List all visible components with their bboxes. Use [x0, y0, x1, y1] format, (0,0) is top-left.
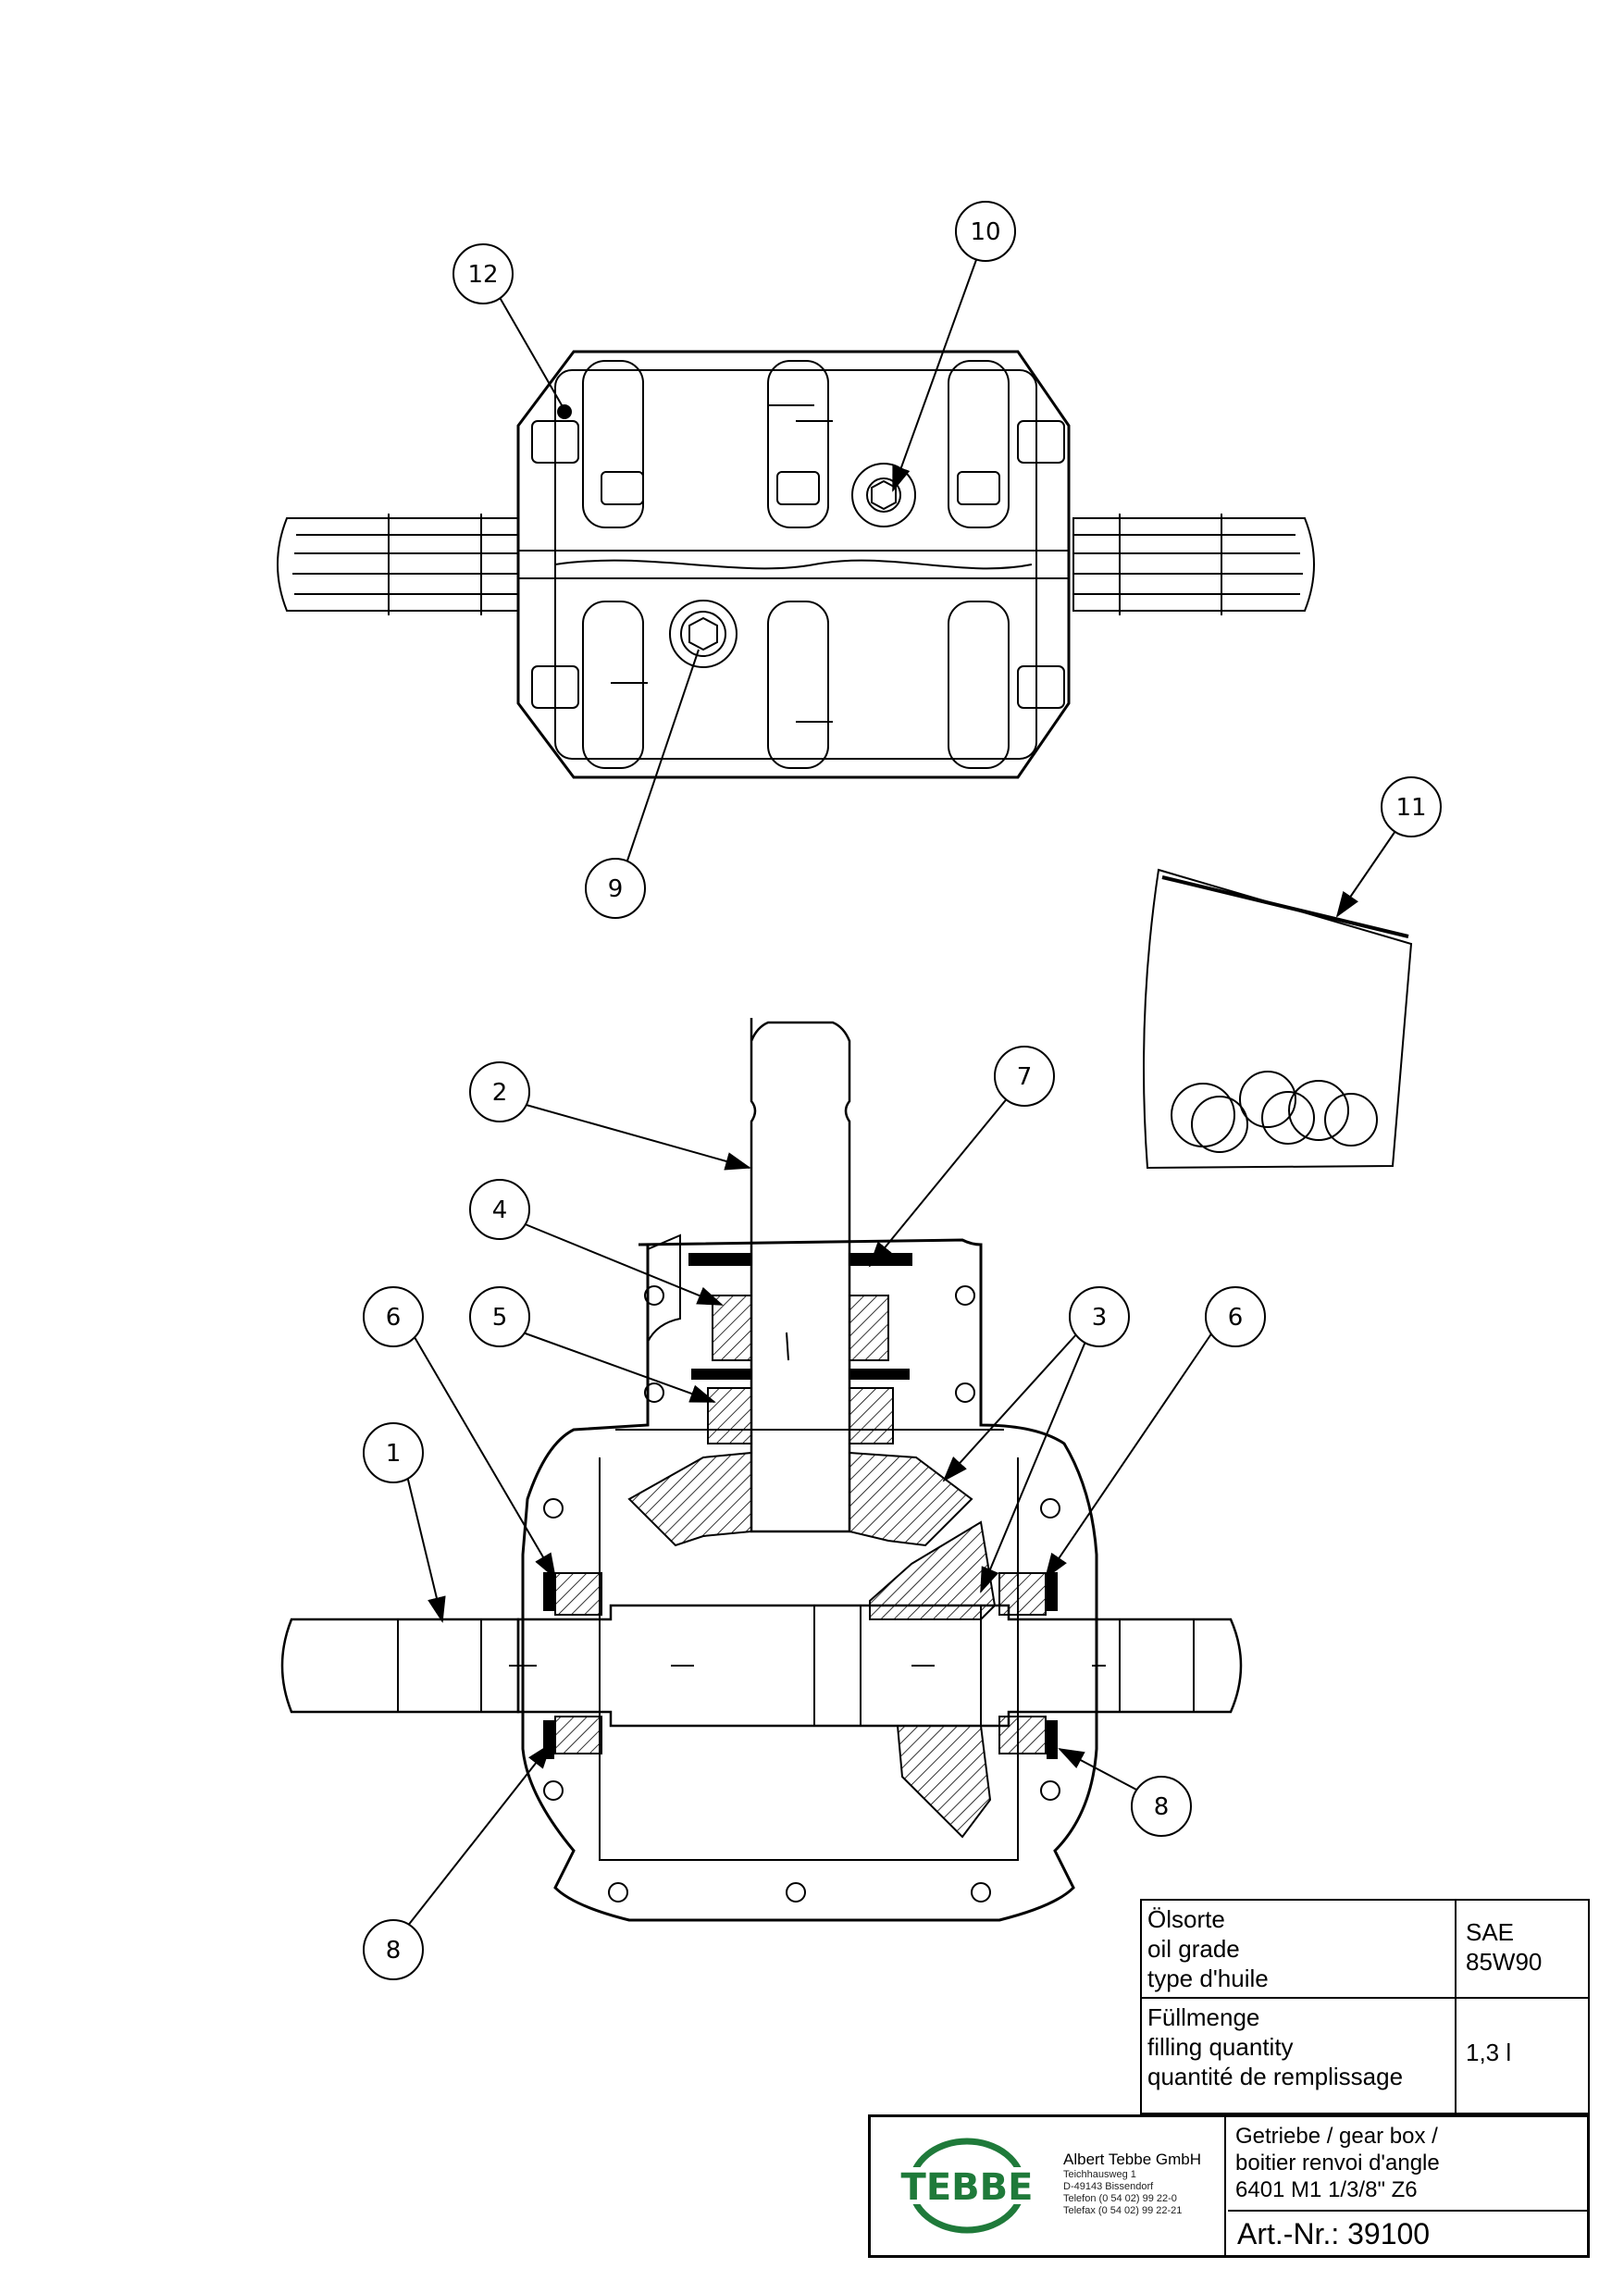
svg-text:9: 9: [608, 875, 624, 903]
callout-6-right: 6: [1205, 1286, 1266, 1347]
callout-9: 9: [585, 858, 646, 919]
callout-8-right: 8: [1131, 1776, 1192, 1837]
filling-quantity-label: Füllmenge filling quantity quantité de r…: [1142, 1999, 1457, 2114]
callout-6-left: 6: [363, 1286, 424, 1347]
svg-text:12: 12: [467, 261, 498, 289]
svg-text:5: 5: [492, 1304, 508, 1332]
oil-spec-table: Ölsorte oil grade type d'huile SAE 85W90…: [1140, 1899, 1590, 2114]
svg-text:8: 8: [1154, 1793, 1170, 1821]
svg-text:TEBBE: TEBBE: [901, 2166, 1034, 2209]
callout-1: 1: [363, 1422, 424, 1483]
callout-7: 7: [994, 1046, 1055, 1107]
callout-10: 10: [955, 201, 1016, 262]
title-block: TEBBE Albert Tebbe GmbH Teichhausweg 1 D…: [868, 2114, 1590, 2258]
callout-12: 12: [452, 243, 514, 304]
oil-grade-value: SAE 85W90: [1466, 1918, 1543, 1976]
callout-3: 3: [1069, 1286, 1130, 1347]
top-left-spline-shaft: [277, 514, 519, 615]
product-description: Getriebe / gear box / boitier renvoi d'a…: [1228, 2117, 1587, 2212]
section-view-gearbox: [280, 1018, 1243, 1922]
svg-text:7: 7: [1017, 1063, 1033, 1091]
svg-text:6: 6: [386, 1304, 402, 1332]
svg-text:1: 1: [386, 1440, 402, 1468]
svg-text:11: 11: [1395, 794, 1426, 822]
top-view-gearbox: [277, 350, 1315, 779]
svg-text:8: 8: [386, 1937, 402, 1965]
tebbe-logo: TEBBE: [884, 2138, 1050, 2234]
callout-8-left: 8: [363, 1919, 424, 1980]
svg-text:10: 10: [970, 218, 1000, 246]
callout-4: 4: [469, 1179, 530, 1240]
article-number: Art.-Nr.: 39100: [1237, 2217, 1431, 2250]
filling-quantity-row: Füllmenge filling quantity quantité de r…: [1142, 1999, 1588, 2114]
oil-grade-label: Ölsorte oil grade type d'huile: [1142, 1901, 1457, 1997]
top-right-spline-shaft: [1072, 514, 1315, 615]
oil-grade-row: Ölsorte oil grade type d'huile SAE 85W90: [1142, 1901, 1588, 1999]
callout-11: 11: [1381, 776, 1442, 837]
svg-text:6: 6: [1228, 1304, 1244, 1332]
circlip-bag: [1143, 868, 1413, 1170]
svg-text:4: 4: [492, 1196, 508, 1224]
svg-text:2: 2: [492, 1079, 508, 1107]
filling-quantity-value: 1,3 l: [1466, 2039, 1512, 2066]
company-info: Albert Tebbe GmbH Teichhausweg 1 D-49143…: [1063, 2151, 1201, 2216]
callout-2: 2: [469, 1061, 530, 1122]
leader-lines: [406, 256, 1396, 1928]
company-name: Albert Tebbe GmbH: [1063, 2151, 1201, 2168]
company-logo-cell: TEBBE Albert Tebbe GmbH Teichhausweg 1 D…: [871, 2117, 1226, 2255]
callout-markers: 12 10 9 11 2 7 4 5 6 3 6 1 8 8: [363, 201, 1442, 1980]
svg-text:3: 3: [1092, 1304, 1108, 1332]
callout-5: 5: [469, 1286, 530, 1347]
